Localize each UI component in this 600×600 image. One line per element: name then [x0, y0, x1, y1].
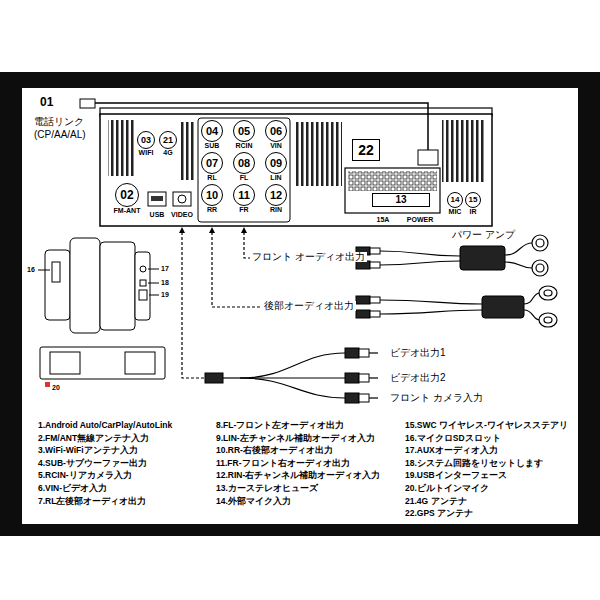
legend-item: 15.SWC ワイヤレス-ワイヤレスステアリ: [405, 421, 568, 430]
callout-circle: 12RIN: [265, 184, 287, 206]
part-label: 後部オーディオ出力: [262, 301, 356, 311]
port-name: WIFI: [139, 149, 154, 156]
callout-circle: 214G: [159, 131, 177, 149]
part-label: パワー アンプ: [452, 229, 515, 240]
port-name: SUB: [205, 142, 220, 149]
part-label: 15A: [377, 216, 390, 224]
callout-circle: 03WIFI: [137, 131, 155, 149]
callout-circle: 11FR: [233, 184, 255, 206]
callout-number: 08: [238, 158, 250, 169]
legend-item: 18.システム回路をリセットします: [405, 459, 543, 468]
callout-box: 13: [372, 193, 430, 207]
callout-number: 05: [238, 126, 250, 137]
callout-number: 18: [161, 279, 169, 287]
legend-item: 19.USBインターフェース: [405, 471, 507, 480]
panel: [22, 88, 578, 524]
callout-number: 19: [161, 291, 169, 299]
callout-circle: 04SUB: [201, 120, 223, 142]
frame: [0, 72, 600, 536]
legend-item: 5.RCIN-リアカメラ入力: [38, 471, 132, 480]
callout-number: 21: [163, 136, 173, 145]
callout-circle: 08FL: [233, 152, 255, 174]
legend-item: 22.GPS アンテナ: [405, 509, 473, 518]
port-name: 4G: [163, 149, 172, 156]
legend-item: 4.SUB-サブウーファー出力: [38, 459, 147, 468]
callout-number: 02: [120, 189, 133, 201]
callout-number: 20: [52, 384, 60, 392]
callout-circle: 09LIN: [265, 152, 287, 174]
port-name: FR: [239, 206, 248, 213]
part-label: VIDEO: [171, 211, 193, 219]
legend-item: 6.VIN-ビデオ入力: [38, 484, 107, 493]
legend-item: 21.4G アンテナ: [405, 497, 467, 506]
callout-box: 22: [352, 139, 380, 161]
legend-item: 13.カーステレオヒューズ: [216, 484, 318, 493]
legend-item: 12.RIN-右チャンネル補助オーディオ入力: [216, 471, 380, 480]
port-name: IR: [470, 208, 477, 215]
callout-number: 14: [451, 196, 460, 204]
part-label: 電話リンク: [34, 116, 84, 127]
callout-circle: 06VIN: [265, 120, 287, 142]
port-name: FL: [240, 174, 249, 181]
legend-item: 7.RL左後部オーディオ出力: [38, 497, 146, 506]
legend-item: 16.マイクロSDスロット: [405, 434, 501, 443]
legend-item: 9.LIN-左チャンネル補助オーディオ入力: [216, 434, 375, 443]
port-name: VIN: [270, 142, 282, 149]
legend-item: 14.外部マイク入力: [216, 497, 291, 506]
part-label: ビデオ出力2: [390, 372, 446, 383]
legend-item: 3.WiFi-WiFiアンテナ入力: [38, 446, 138, 455]
port-name: RIN: [270, 206, 282, 213]
part-label: フロント オーディオ出力: [250, 252, 367, 262]
port-name: LIN: [270, 174, 281, 181]
part-label: ビデオ出力1: [390, 347, 446, 358]
port-name: MIC: [449, 208, 462, 215]
callout-number: 22: [358, 143, 374, 157]
callout-number: 12: [270, 190, 282, 201]
port-name: RR: [207, 206, 217, 213]
part-label: POWER: [407, 216, 433, 224]
callout-circle: 05RCIN: [233, 120, 255, 142]
callout-number: 01: [40, 96, 53, 109]
callout-number: 15: [469, 196, 478, 204]
legend-item: 2.FM/ANT無線アンテナ入力: [38, 434, 149, 443]
part-label: (CP/AA/AL): [34, 129, 86, 140]
legend-item: 20.ビルトインマイク: [405, 484, 489, 493]
port-name: FM-ANT: [114, 207, 141, 214]
callout-number: 16: [27, 266, 35, 274]
callout-number: 17: [161, 265, 169, 273]
callout-number: 06: [270, 126, 282, 137]
callout-circle: 07RL: [201, 152, 223, 174]
legend-item: 17.AUXオーディオ入力: [405, 446, 498, 455]
legend-item: 8.FL-フロント左オーディオ出力: [216, 421, 344, 430]
callout-number: 11: [238, 190, 250, 201]
callout-circle: 14MIC: [447, 192, 463, 208]
callout-number: 04: [206, 126, 218, 137]
callout-number: 13: [395, 195, 406, 205]
part-label: フロント カメラ入力: [390, 392, 483, 403]
legend-item: 1.Android Auto/CarPlay/AutoLink: [38, 421, 172, 430]
callout-circle: 15IR: [465, 192, 481, 208]
legend-item: 10.RR-右後部オーディオ出力: [216, 446, 333, 455]
callout-number: 09: [270, 158, 282, 169]
port-name: RCIN: [235, 142, 252, 149]
legend-item: 11.FR-フロント右オーディオ出力: [216, 459, 350, 468]
callout-number: 10: [206, 190, 218, 201]
part-label: USB: [150, 211, 165, 219]
port-name: RL: [207, 174, 216, 181]
callout-circle: 02FM-ANT: [115, 183, 139, 207]
callout-circle: 10RR: [201, 184, 223, 206]
callout-number: 03: [141, 136, 151, 145]
callout-number: 07: [206, 158, 218, 169]
